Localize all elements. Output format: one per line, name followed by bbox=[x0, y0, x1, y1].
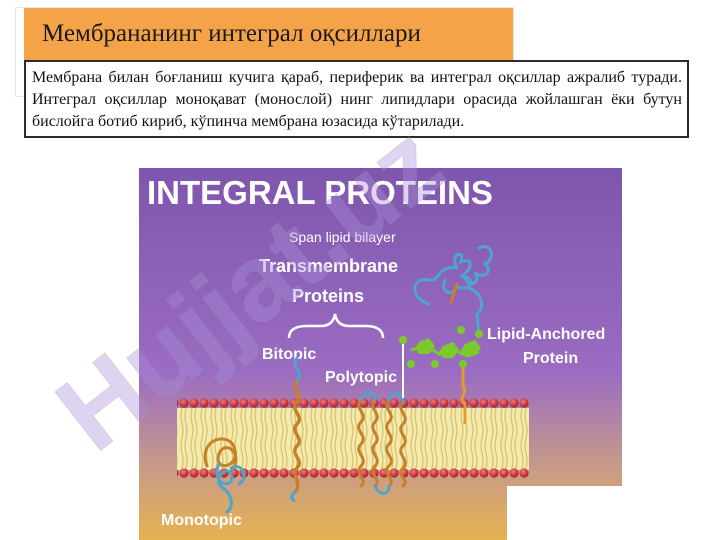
slide-title: Мембрананинг интеграл оқсиллари bbox=[42, 20, 421, 47]
bilayer-bottom-heads bbox=[177, 468, 529, 478]
transmembrane-label-2: Proteins bbox=[292, 286, 364, 306]
title-accent-line bbox=[20, 8, 24, 96]
lipid-anchored-label-2: Protein bbox=[523, 350, 578, 367]
bilayer-tails-texture bbox=[177, 408, 529, 470]
lipid-anchor bbox=[399, 326, 483, 424]
bilayer-top-heads bbox=[177, 398, 529, 408]
lipid-anchored-protein bbox=[413, 245, 494, 336]
span-lipid-label: Span lipid bilayer bbox=[289, 229, 396, 245]
bitopic-protein bbox=[289, 356, 301, 502]
figure-bottom-white-corner bbox=[507, 486, 622, 540]
integral-proteins-figure: INTEGRAL PROTEINS Span lipid bilayer Tra… bbox=[139, 168, 622, 540]
polytopic-protein bbox=[357, 391, 407, 495]
monotopic-protein bbox=[203, 437, 246, 514]
figure-heading: INTEGRAL PROTEINS bbox=[147, 174, 493, 211]
monotopic-label: Monotopic bbox=[161, 512, 242, 529]
bitopic-label: Bitopic bbox=[262, 346, 316, 363]
transmembrane-label-1: Transmembrane bbox=[259, 256, 398, 276]
polytopic-label: Polytopic bbox=[325, 369, 397, 386]
lipid-bilayer bbox=[177, 398, 529, 478]
lipid-anchored-label-1: Lipid-Anchored bbox=[487, 326, 605, 343]
body-text: Мембрана билан боғланиш кучига қараб, пе… bbox=[32, 69, 682, 130]
body-text-box: Мембрана билан боғланиш кучига қараб, пе… bbox=[24, 60, 689, 138]
transmembrane-brace bbox=[287, 313, 385, 339]
